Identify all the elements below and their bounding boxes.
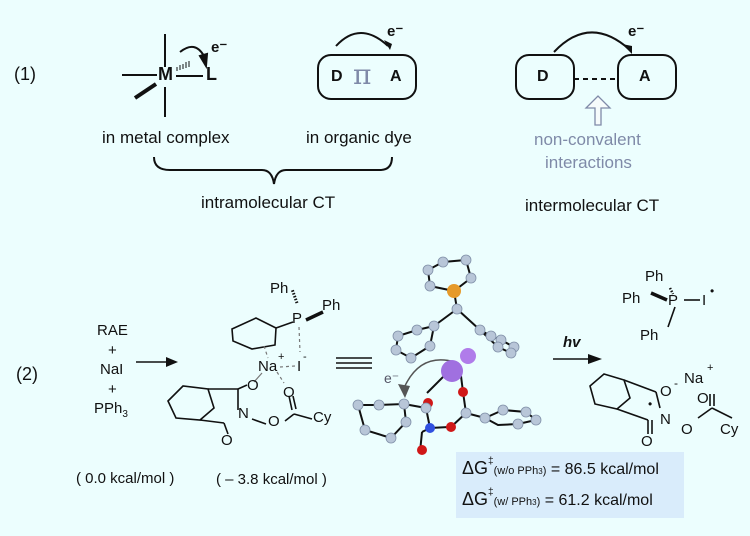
reagent-pph3: PPh3 (94, 400, 128, 420)
oxygen-label: O (681, 421, 693, 438)
complex-energy: ( – 3.8 kcal/mol ) (216, 471, 327, 488)
pi-bridge-label: π (353, 58, 372, 91)
scheme-label-2: (2) (16, 364, 38, 384)
sodium-charge: + (278, 351, 285, 363)
phenyl-label: Ph (322, 297, 341, 314)
complex-structure (167, 288, 324, 435)
oxygen-label: O (268, 413, 280, 430)
donor-label: D (537, 68, 549, 85)
oxygen-label: O (697, 390, 709, 407)
atoms (352, 254, 542, 455)
equivalence-icon (336, 357, 372, 369)
radical-dot: • (648, 397, 653, 411)
sodium-label: Na (258, 358, 278, 375)
metal-label: M (158, 64, 173, 84)
caption-intermolecular: intermolecular CT (525, 196, 660, 215)
reagent-nai: NaI (100, 361, 124, 378)
dagger: ‡ (488, 455, 494, 467)
interaction-label-line2: interactions (545, 153, 632, 172)
scheme-label-1: (1) (14, 64, 36, 84)
light-label: hv (563, 334, 581, 351)
minus-sign: - (674, 376, 678, 390)
phosphorus-label: P (668, 292, 679, 309)
oxygen-label: O (247, 377, 259, 394)
organic-dye-box (317, 54, 417, 100)
phenyl-label: Ph (622, 290, 641, 307)
nitrogen-label: N (660, 411, 671, 428)
condition: (w/o PPh (493, 465, 539, 477)
intramolecular-brace (153, 156, 393, 185)
cyclohexyl-label: Cy (720, 421, 739, 438)
sodium-charge: + (707, 362, 714, 374)
iodide-charge: - (303, 351, 307, 363)
arrow-icon (588, 354, 602, 364)
delta-g-symbol: ΔG (462, 458, 489, 478)
electron-label: e⁻ (211, 39, 228, 56)
phenyl-label: Ph (640, 327, 659, 344)
iodide-label: I (297, 358, 302, 375)
acceptor-box (617, 54, 677, 100)
donor-label: D (331, 68, 343, 85)
acceptor-label: A (390, 68, 402, 85)
oxygen-label: O (221, 432, 233, 449)
product-structures (589, 287, 733, 434)
caption-organic-dye: in organic dye (306, 128, 412, 147)
model-electron-label: e⁻ (384, 370, 400, 386)
oxygen-label: O (283, 384, 295, 401)
energy-barrier-box (456, 452, 684, 518)
barrier-without-pph3: ΔG‡(w/o PPh3) = 86.5 kcal/mol (462, 455, 659, 478)
oxygen-anion-label: O (660, 383, 672, 400)
ligand-label: L (206, 64, 217, 84)
barrier-with-pph3: ΔG‡(w/ PPh3) = 61.2 kcal/mol (462, 486, 653, 509)
caption-metal-complex: in metal complex (102, 128, 230, 147)
dagger: ‡ (488, 486, 494, 498)
electron-label: e⁻ (628, 23, 645, 40)
sodium-label: Na (684, 370, 704, 387)
electron-arrow-icon (398, 384, 410, 398)
donor-box (515, 54, 575, 100)
barrier-value: = 86.5 kcal/mol (550, 461, 659, 478)
arrow-icon (166, 357, 178, 367)
electron-label: e⁻ (387, 23, 404, 40)
condition: (w/ PPh (493, 496, 533, 508)
reagent-rae: RAE (97, 322, 128, 339)
iodine-radical-label: I (702, 292, 707, 309)
nitrogen-label: N (238, 405, 249, 422)
radical-dot: • (710, 284, 715, 298)
delta-g-symbol: ΔG (462, 489, 489, 509)
metal-complex-bonds (122, 34, 209, 117)
cyclohexyl-label: Cy (313, 409, 332, 426)
acceptor-label: A (639, 68, 651, 85)
barrier-value: = 61.2 kcal/mol (544, 492, 653, 509)
up-arrow-icon (584, 95, 612, 126)
plus-sign: + (108, 381, 117, 398)
phenyl-label: Ph (645, 268, 664, 285)
plus-sign: + (108, 342, 117, 359)
phenyl-label: Ph (270, 280, 289, 297)
phosphorus-label: P (292, 310, 303, 327)
caption-intramolecular: intramolecular CT (201, 193, 336, 212)
reagents-energy: ( 0.0 kcal/mol ) (76, 470, 175, 487)
oxygen-label: O (641, 433, 653, 450)
interaction-label-line1: non-convalent (534, 130, 641, 149)
hashed-bond (176, 61, 190, 71)
